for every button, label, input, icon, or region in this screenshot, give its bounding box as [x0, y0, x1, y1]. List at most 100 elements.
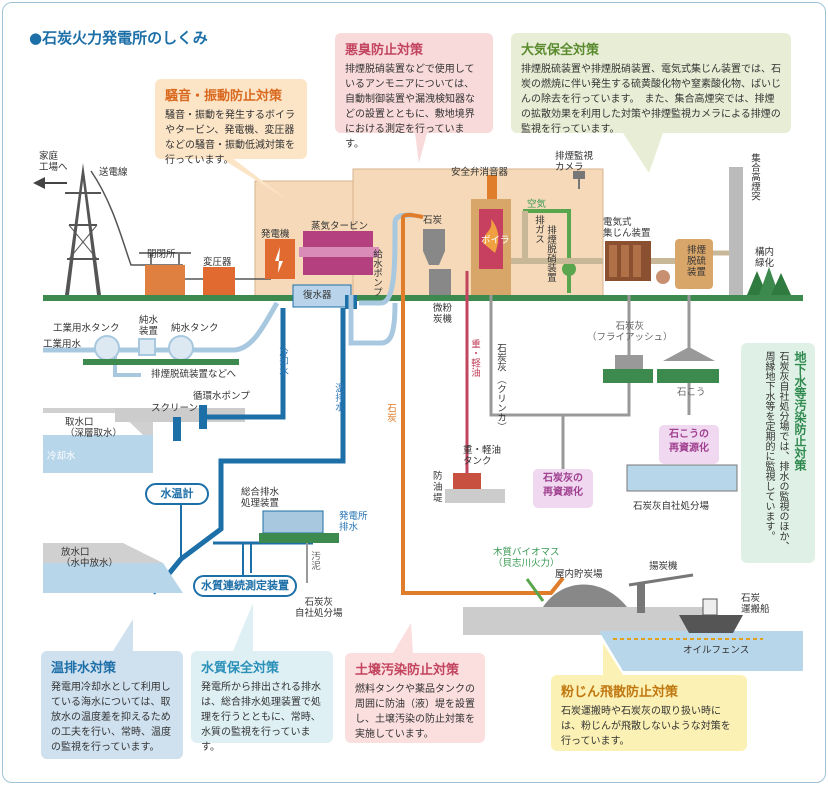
pure-tank-label: 純水タンク: [171, 323, 219, 334]
plant-drain-label: 発電所 排水: [339, 511, 368, 533]
steam-turbine-label: 蒸気タービン: [311, 221, 369, 232]
esp-icon: [605, 241, 651, 281]
odor-panel: 悪臭防止対策 排煙脱硝装置などで使用しているアンモニアについては、自動制御装置や…: [335, 33, 493, 150]
home-arrow-icon: [33, 177, 45, 189]
plant-diagram: [33, 133, 803, 675]
air-heading: 大気保全対策: [521, 43, 600, 58]
oil-tank-label: 重・軽油 タンク: [463, 445, 502, 467]
oil-dike-icon: [445, 489, 505, 503]
pure-device-label: 純水 装置: [139, 315, 159, 337]
groundwater-heading: 地下水等汚染防止対策: [793, 351, 807, 471]
page-title-text: 石炭火力発電所のしくみ: [42, 29, 208, 47]
circ-pump-icon: [199, 405, 207, 429]
noise-text: 騒音・振動を発生するボイラやタービン、発電機、変圧器などの騒音・振動低減対策を行…: [165, 110, 295, 166]
gypsum-shed-icon: [663, 347, 715, 361]
ground-line: [43, 295, 803, 301]
denitration-label: 排煙脱硝装置: [545, 225, 556, 282]
noise-panel: 騒音・振動防止対策 騒音・振動を発生するボイラやタービン、発電機、変圧器などの騒…: [155, 79, 307, 166]
unloader-label: 揚炭機: [649, 561, 678, 572]
groundwater-panel: 地下水等汚染防止対策 石炭灰自社処分場では、排水の監視のほか、周縁地下水等を定期…: [741, 343, 815, 563]
page-title: ●石炭火力発電所のしくみ: [29, 29, 208, 47]
gypsum-label: 石こう: [677, 387, 706, 398]
generator-icon: [265, 239, 295, 279]
industrial-tank-label: 工業用水タンク: [53, 323, 120, 334]
to-desulf-label: 排煙脱硫装置などへ: [151, 369, 237, 380]
quality-monitor: 水質連続測定装置: [193, 575, 297, 597]
wastewater-plant-label: 総合排水 処理装置: [241, 487, 280, 509]
coal-ash-label: 石炭灰 （クリンカ）: [495, 343, 506, 432]
ash-reuse-box: 石炭灰の 再資源化: [533, 469, 593, 508]
dust-heading: 粉じん飛散防止対策: [561, 685, 679, 700]
ash-line: [489, 295, 565, 473]
feedwater-pump-label: 給水ポンプ: [371, 249, 382, 297]
coal-bunker-icon: [423, 229, 445, 265]
cooling-water-pipe: [207, 308, 286, 420]
intake-label: 取水口 （深層取水）: [65, 417, 123, 439]
pulverizer-label: 微粉 炭機: [433, 303, 453, 325]
odor-heading: 悪臭防止対策: [345, 43, 424, 58]
warm-drain-pipe: [151, 308, 346, 595]
circ-pump-label: 循環水ポンプ: [193, 391, 250, 402]
transformer-label: 変圧器: [203, 257, 232, 268]
ash-landfill2-label: 石炭灰 自社処分場: [295, 597, 343, 619]
air-label: 空気: [527, 199, 547, 210]
coal-line: [401, 218, 565, 595]
noise-heading: 騒音・振動防止対策: [165, 89, 283, 104]
heavy-oil-label: 重・軽油: [469, 339, 480, 377]
oil-dike-label: 防 油 堤: [433, 471, 443, 504]
air-panel: 大気保全対策 排煙脱硫装置や排煙脱硝装置、電気式集じん装置では、石炭の燃焼に伴い…: [511, 33, 791, 135]
stack-label: 集合高煙突: [749, 153, 760, 201]
water-quality-heading: 水質保全対策: [201, 661, 280, 676]
cooling-water-label: 冷却水: [277, 347, 288, 376]
soil-panel: 土壌汚染防止対策 燃料タンクや薬品タンクの周囲に防油（液）堤を設置し、土壌汚染の…: [345, 653, 485, 743]
esp-label: 電気式 集じん装置: [603, 217, 651, 239]
fly-ash-label: 石炭灰 （フライアッシュ）: [587, 321, 673, 343]
transformer-icon: [203, 267, 235, 295]
biomass-line: [525, 578, 545, 602]
water-quality-panel: 水質保全対策 発電所から排出される排水は、総合排水処理装置で処理を行うとともに、…: [191, 651, 333, 753]
port-ground: [463, 607, 703, 635]
ash-landfill-label: 石炭灰自社処分場: [633, 501, 710, 512]
greenery-label: 構内 緑化: [755, 247, 775, 269]
air-text: 排煙脱硫装置や排煙脱硝装置、電気式集じん装置では、石炭の燃焼に伴い発生する硫黄酸…: [521, 64, 781, 135]
screen-label: スクリーン: [151, 403, 199, 414]
coal-ship-icon: [679, 598, 743, 633]
desulfurization-label: 排煙 脱硫 装置: [687, 245, 707, 278]
generator-label: 発電機: [261, 229, 290, 240]
coal-vertical-label: 石炭: [385, 403, 396, 422]
dust-panel: 粉じん飛散防止対策 石炭運搬時や石炭灰の取り扱い時には、粉じんが飛散しないような…: [551, 675, 747, 751]
soil-heading: 土壌汚染防止対策: [355, 663, 460, 678]
thermal-water-panel: 温排水対策 発電用冷却水として利用している海水については、取放水の温度差を抑える…: [41, 651, 183, 759]
pure-device-icon: [138, 338, 156, 356]
safety-valve-icon: [487, 175, 497, 199]
smoke-camera-icon: [573, 171, 585, 189]
greenery-icon: [747, 267, 791, 295]
screen-icon: [173, 417, 181, 441]
industrial-water-label: 工業用水: [43, 339, 82, 350]
warm-drain-label: 温排水: [333, 383, 344, 412]
indoor-coal-yard-label: 屋内貯炭場: [555, 569, 603, 580]
switchyard-icon: [139, 252, 191, 295]
intake-sea: [43, 435, 153, 473]
desulfurization-icon: [675, 239, 713, 289]
biomass-label: 木質バイオマス （貝志川火力）: [493, 547, 560, 569]
transmission-line: [90, 170, 183, 266]
odor-text: 排煙脱硝装置などで使用しているアンモニアについては、自動制御装置や漏洩検知器など…: [345, 64, 475, 150]
safety-valve-label: 安全弁消音器: [451, 167, 509, 178]
ash-landfill-icon: [626, 464, 738, 492]
pulverizer-icon: [429, 269, 451, 295]
thermal-water-heading: 温排水対策: [51, 661, 117, 676]
indoor-coal-yard-icon: [543, 584, 627, 607]
groundwater-text: 石炭灰自社処分場では、排水の監視のほか、周縁地下水等を定期的に監視しています。: [763, 351, 788, 551]
soil-text: 燃料タンクや薬品タンクの周囲に防油（液）堤を設置し、土壌汚染の防止対策を実施して…: [355, 684, 475, 740]
smoke-camera-label: 排煙監視 カメラ: [555, 151, 594, 173]
unloader-icon: [628, 573, 694, 613]
dust-text: 石炭運搬時や石炭灰の取り扱い時には、粉じんが飛散しないような対策を行っています。: [561, 706, 731, 747]
thermal-water-text: 発電用冷却水として利用している海水については、取放水の温度差を抑えるための工夫を…: [51, 682, 171, 753]
exhaust-gas-label: 排ガス: [533, 215, 544, 244]
home-factory-label: 家庭 工場へ: [39, 151, 68, 173]
coal-label: 石炭: [423, 215, 443, 226]
sludge-label: 汚泥: [309, 551, 320, 570]
coal-ship-label: 石炭 運搬船: [741, 593, 770, 615]
